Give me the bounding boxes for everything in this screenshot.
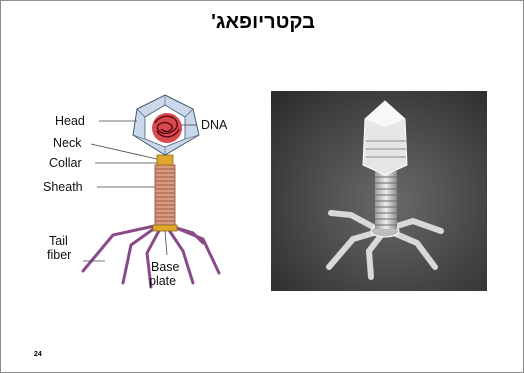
tail-fiber-label-line1: Tail [49, 235, 68, 248]
head-label: Head [55, 115, 85, 128]
dna-shape [152, 113, 182, 143]
base-plate-label-line2: plate [149, 275, 176, 288]
slide-title: בקטריופאג' [1, 11, 524, 34]
micrograph-image [271, 91, 487, 291]
base-plate-label-line1: Base [151, 261, 180, 274]
neck-label: Neck [53, 137, 81, 150]
sheath-label: Sheath [43, 181, 83, 194]
sheath-shape [155, 165, 175, 225]
dna-label: DNA [201, 119, 227, 132]
page-number: 24 [34, 351, 42, 358]
tail-fiber-label-line2: fiber [47, 249, 71, 262]
bacteriophage-diagram: Head Neck Collar Sheath Tail fiber DNA B… [43, 93, 263, 289]
collar-shape [157, 155, 173, 165]
collar-label: Collar [49, 157, 82, 170]
base-plate-shape [153, 225, 177, 231]
bacteriophage-micrograph [271, 91, 487, 291]
